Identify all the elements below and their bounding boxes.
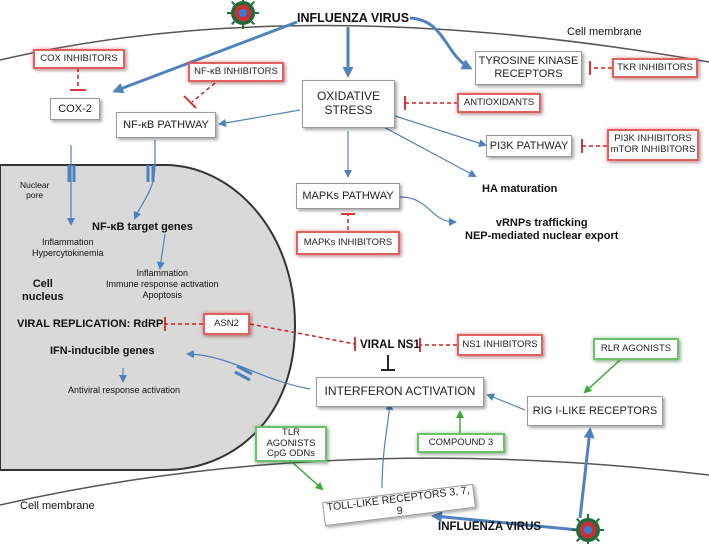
antioxidants-box: ANTIOXIDANTS <box>457 93 541 113</box>
cox-inhibitors-box: COX INHIBITORS <box>33 49 125 69</box>
cell-membrane-bottom <box>0 457 709 506</box>
asn2-box: ASN2 <box>203 313 250 335</box>
inflammation-hypercytokinemia-label: Inflammation Hypercytokinemia <box>32 237 104 258</box>
cell-membrane-top <box>0 24 709 63</box>
pi3k-mtor-inhibitors-box: PI3K INHIBITORS mTOR INHIBITORS <box>607 129 699 161</box>
rlr-agonists-box: RLR AGONISTS <box>593 338 679 360</box>
ns1-inhibitors-box: NS1 INHIBITORS <box>457 334 543 356</box>
nuclear-pore-label: Nuclear pore <box>20 180 50 201</box>
viral-ns1-label: VIRAL NS1 <box>360 339 420 351</box>
influenza-virus-top: INFLUENZA VIRUS <box>297 11 410 25</box>
nfkb-target-genes-label: NF-κB target genes <box>92 221 193 233</box>
cell-nucleus-label: Cell nucleus <box>22 278 64 304</box>
antiviral-response-label: Antiviral response activation <box>68 385 181 395</box>
viral-replication-label: VIRAL REPLICATION: RdRP <box>17 318 164 330</box>
influenza-virus-bottom: INFLUENZA VIRUS <box>438 521 542 533</box>
immune-response-label: Inflammation Immune response activation … <box>106 268 219 300</box>
pi3k-pathway-box: PI3K PATHWAY <box>486 135 572 157</box>
virus-icon <box>572 514 604 544</box>
virus-icon <box>227 0 259 29</box>
nfkb-pathway-box: NF-κB PATHWAY <box>116 112 216 138</box>
mapks-pathway-box: MAPKs PATHWAY <box>296 183 400 209</box>
cox2-box: COX-2 <box>50 98 100 120</box>
interferon-activation-box: INTERFERON ACTIVATION <box>316 377 484 407</box>
vrnps-trafficking-label: vRNPs trafficking NEP-mediated nuclear e… <box>465 217 619 243</box>
cell-membrane-bottom-label: Cell membrane <box>20 500 95 512</box>
nfkb-inhibitors-box: NF-κB INHIBITORS <box>188 62 284 82</box>
rig-i-like-receptors-box: RIG I-LIKE RECEPTORS <box>527 396 663 426</box>
tkr-inhibitors-box: TKR INHIBITORS <box>612 58 698 78</box>
compound3-box: COMPOUND 3 <box>417 433 505 453</box>
mapks-inhibitors-box: MAPKs INHIBITORS <box>296 231 400 255</box>
oxidative-stress-box: OXIDATIVE STRESS <box>302 80 395 128</box>
nuclear-pore-3 <box>234 364 253 382</box>
cell-membrane-top-label: Cell membrane <box>567 26 642 38</box>
tlr-agonists-box: TLR AGONISTS CpG ODNs <box>255 426 327 462</box>
ifn-inducible-genes-label: IFN-inducible genes <box>50 345 155 357</box>
tyrosine-kinase-receptors-box: TYROSINE KINASE RECEPTORS <box>475 51 582 85</box>
nuclear-pore-1 <box>67 165 76 182</box>
ha-maturation-label: HA maturation <box>482 183 558 195</box>
cell-nucleus-shape <box>0 164 297 471</box>
